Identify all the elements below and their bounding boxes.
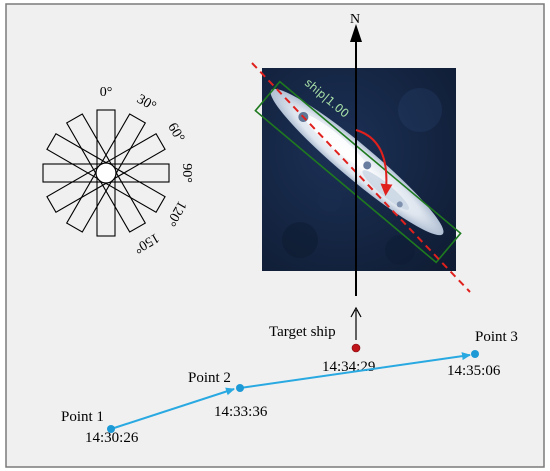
- ship-bounding-box: [254, 80, 462, 264]
- track-point-2-marker: [236, 384, 244, 392]
- track-point-1-marker: [107, 425, 115, 433]
- compass-label-3: 90°: [179, 163, 194, 183]
- track-point-3-marker: [471, 350, 479, 358]
- compass-label-0: 0°: [100, 85, 113, 100]
- trajectory-segment-2: [239, 352, 471, 389]
- water-texture: [282, 88, 442, 265]
- heading-angle-arc: [355, 129, 393, 196]
- track-point-2-name: Point 2: [188, 370, 231, 386]
- trajectory: [107, 350, 479, 433]
- target-ship-dot: [351, 343, 361, 353]
- track-point-3-time: 14:35:06: [447, 363, 501, 379]
- track-point-2-time: 14:33:36: [214, 404, 268, 420]
- track-point-1-name: Point 1: [61, 409, 104, 425]
- track-point-3-name: Point 3: [475, 329, 518, 345]
- target-pointer-head: [350, 306, 362, 318]
- track-point-1-time: 14:30:26: [85, 430, 139, 446]
- north-arrow-head: [350, 24, 362, 42]
- trajectory-segment-1: [110, 387, 235, 430]
- compass-hub: [95, 162, 117, 184]
- target-ship-label: Target ship: [269, 324, 336, 340]
- north-label: N: [350, 12, 360, 27]
- heading-line: [251, 62, 471, 293]
